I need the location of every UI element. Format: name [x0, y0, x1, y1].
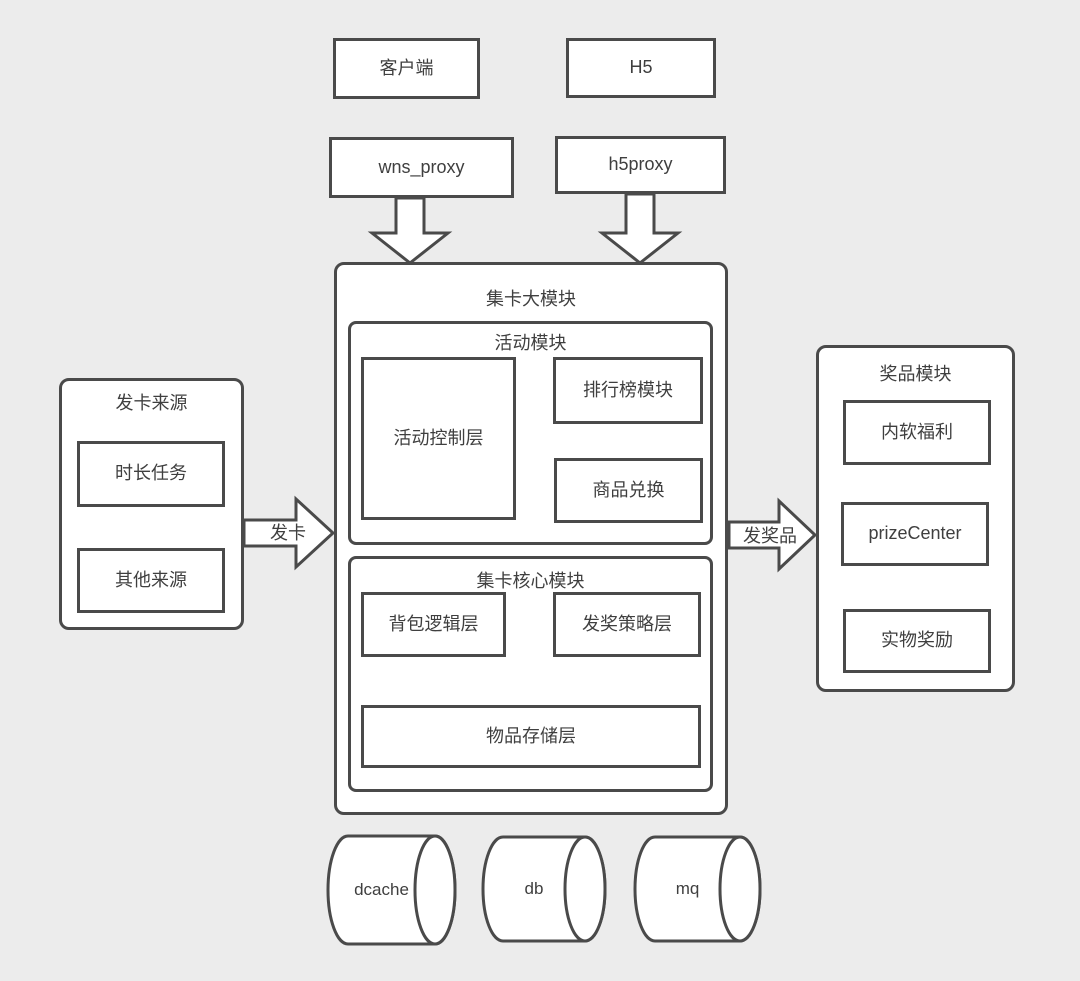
panel-big-module-title: 集卡大模块: [486, 289, 576, 309]
node-h5: H5: [566, 38, 716, 98]
node-mq-label: mq: [675, 879, 700, 898]
node-item-storage-label: 物品存储层: [486, 725, 576, 746]
mq-cylinder-icon: [633, 835, 762, 943]
dcache-cylinder-icon: [326, 834, 457, 946]
node-h5proxy-label: h5proxy: [608, 154, 673, 175]
node-h5-label: H5: [629, 57, 653, 78]
node-leaderboard-label: 排行榜模块: [583, 379, 673, 400]
panel-core-module-title: 集卡核心模块: [476, 571, 585, 591]
node-goods-exchange: 商品兑换: [554, 458, 703, 523]
node-other-source: 其他来源: [77, 548, 225, 613]
node-prize-center-label: prizeCenter: [868, 523, 962, 544]
node-backpack-logic-label: 背包逻辑层: [388, 613, 479, 634]
node-client-label: 客户端: [379, 57, 434, 78]
node-internal-welfare: 内软福利: [843, 400, 991, 465]
node-db-label: db: [524, 879, 544, 898]
edge-label-issue-prize: 发奖品: [743, 526, 797, 546]
edge-label-issue-card: 发卡: [270, 523, 306, 543]
block-arrow-down-wns-icon: [367, 196, 453, 265]
db-cylinder-icon: [481, 835, 607, 943]
node-physical-prize: 实物奖励: [843, 609, 991, 673]
node-dcache-label: dcache: [354, 880, 409, 899]
node-prize-strategy-label: 发奖策略层: [582, 613, 672, 634]
block-arrow-right-issue-prize-icon: [727, 497, 818, 573]
block-arrow-right-issue-card-icon: [242, 495, 336, 571]
node-internal-welfare-label: 内软福利: [881, 421, 953, 442]
node-prize-strategy: 发奖策略层: [553, 592, 701, 657]
node-duration-task: 时长任务: [77, 441, 225, 507]
panel-card-source-title: 发卡来源: [115, 393, 188, 413]
panel-prize-module-title: 奖品模块: [879, 364, 952, 384]
node-physical-prize-label: 实物奖励: [881, 630, 953, 651]
node-other-source-label: 其他来源: [115, 569, 187, 590]
node-backpack-logic: 背包逻辑层: [361, 592, 506, 657]
node-wns-proxy-label: wns_proxy: [378, 156, 465, 177]
node-h5proxy: h5proxy: [555, 136, 726, 194]
node-duration-task-label: 时长任务: [115, 463, 187, 484]
node-leaderboard: 排行榜模块: [553, 357, 703, 424]
panel-activity-module-title: 活动模块: [494, 333, 567, 353]
node-goods-exchange-label: 商品兑换: [592, 479, 665, 500]
node-wns-proxy: wns_proxy: [329, 137, 514, 198]
node-prize-center: prizeCenter: [841, 502, 989, 566]
node-item-storage: 物品存储层: [361, 705, 701, 768]
node-activity-control: 活动控制层: [361, 357, 516, 520]
node-activity-control-label: 活动控制层: [393, 427, 484, 448]
block-arrow-down-h5proxy-icon: [597, 192, 683, 265]
node-client: 客户端: [333, 38, 480, 99]
